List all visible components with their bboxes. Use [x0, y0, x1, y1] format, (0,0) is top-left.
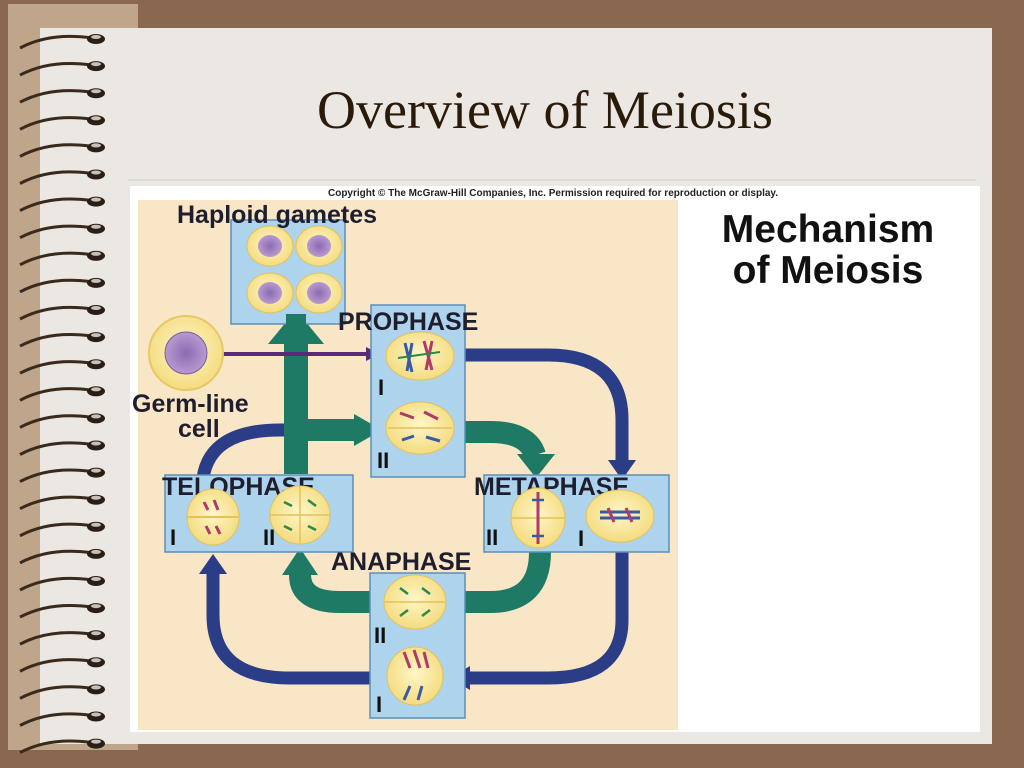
spiral-ring	[19, 738, 105, 754]
spiral-ring	[19, 305, 105, 321]
copyright-notice: Copyright © The McGraw-Hill Companies, I…	[328, 188, 778, 199]
label-germ-line: Germ-line	[132, 390, 249, 418]
spiral-ring	[19, 142, 105, 158]
prophase-II-cell	[385, 401, 455, 455]
heading-mechanism: Mechanism	[722, 208, 934, 251]
metaphase-I-cell	[585, 489, 655, 543]
spiral-ring	[19, 440, 105, 456]
spiral-ring	[19, 603, 105, 619]
spiral-ring	[19, 34, 105, 50]
arrow-anaphase-II-to-telophase-II	[289, 573, 372, 613]
spiral-ring	[19, 88, 105, 104]
slide-title: Overview of Meiosis	[317, 80, 773, 140]
gamete-cells	[246, 225, 343, 314]
arrowhead-telophase-II	[282, 548, 318, 575]
gamete-cell	[246, 272, 294, 314]
heading-of-meiosis: of Meiosis	[733, 249, 924, 292]
spiral-ring	[19, 359, 105, 375]
spiral-ring	[19, 196, 105, 212]
arrow-anaphase-to-telophase-I	[206, 572, 370, 685]
gamete-cell	[295, 272, 343, 314]
arrowhead-prophase-II	[354, 414, 382, 446]
spiral-ring	[19, 494, 105, 511]
arrowhead-metaphase-II	[517, 454, 555, 478]
spiral-ring	[19, 250, 105, 267]
spiral-ring	[19, 413, 105, 429]
gamete-cell	[295, 225, 343, 267]
spiral-ring	[19, 332, 105, 348]
gamete-cell	[246, 225, 294, 267]
arrow-prophase-to-metaphase-I	[462, 348, 629, 462]
spiral-ring	[19, 467, 105, 483]
label-metaphase-I: I	[578, 526, 584, 551]
arrowhead-telophase-I	[199, 554, 227, 574]
spiral-ring	[19, 521, 105, 538]
meiosis-II-path	[289, 419, 551, 613]
spiral-ring	[19, 630, 105, 646]
label-anaphase: ANAPHASE	[331, 548, 471, 576]
arrow-prophase-II-to-metaphase-II	[462, 421, 546, 460]
germline-cell	[148, 315, 224, 391]
label-cell: cell	[178, 415, 220, 443]
anaphase-I-cell	[386, 646, 444, 706]
metaphase-II-cell	[510, 487, 566, 549]
arrowhead-metaphase-I	[608, 460, 636, 480]
label-anaphase-I: I	[376, 692, 382, 717]
label-telophase-II: II	[263, 525, 275, 550]
spiral-ring	[19, 386, 105, 402]
spiral-ring	[19, 548, 105, 565]
spiral-ring	[19, 61, 105, 77]
label-anaphase-II: II	[374, 623, 386, 648]
meiosis-I-path	[196, 348, 629, 685]
arrow-telophase-I-to-prophase-II	[196, 423, 300, 480]
spiral-ring	[19, 115, 105, 131]
label-telophase-I: I	[170, 525, 176, 550]
arrow-gametes-stem	[286, 314, 306, 344]
label-haploid-gametes: Haploid gametes	[177, 201, 377, 229]
arrow-telophase-II-to-gametes-shaft	[284, 340, 308, 474]
anaphase-II-cell	[383, 574, 447, 630]
arrow-metaphase-to-anaphase-I	[465, 552, 629, 685]
label-prophase: PROPHASE	[338, 308, 478, 336]
label-metaphase-II: II	[486, 525, 498, 550]
telophase-I-cell	[186, 488, 240, 546]
prophase-I-cell	[385, 331, 455, 381]
spiral-ring	[19, 277, 105, 294]
spiral-ring	[19, 684, 105, 700]
spiral-ring	[19, 169, 105, 185]
spiral-ring	[19, 576, 105, 592]
label-prophase-II: II	[377, 448, 389, 473]
spiral-binding	[19, 34, 105, 754]
label-prophase-I: I	[378, 375, 384, 400]
telophase-II-cell	[269, 485, 331, 545]
spiral-ring	[19, 657, 105, 673]
spiral-ring	[19, 223, 105, 240]
arrow-metaphase-II-to-anaphase-II	[460, 551, 551, 613]
spiral-ring	[19, 711, 105, 727]
